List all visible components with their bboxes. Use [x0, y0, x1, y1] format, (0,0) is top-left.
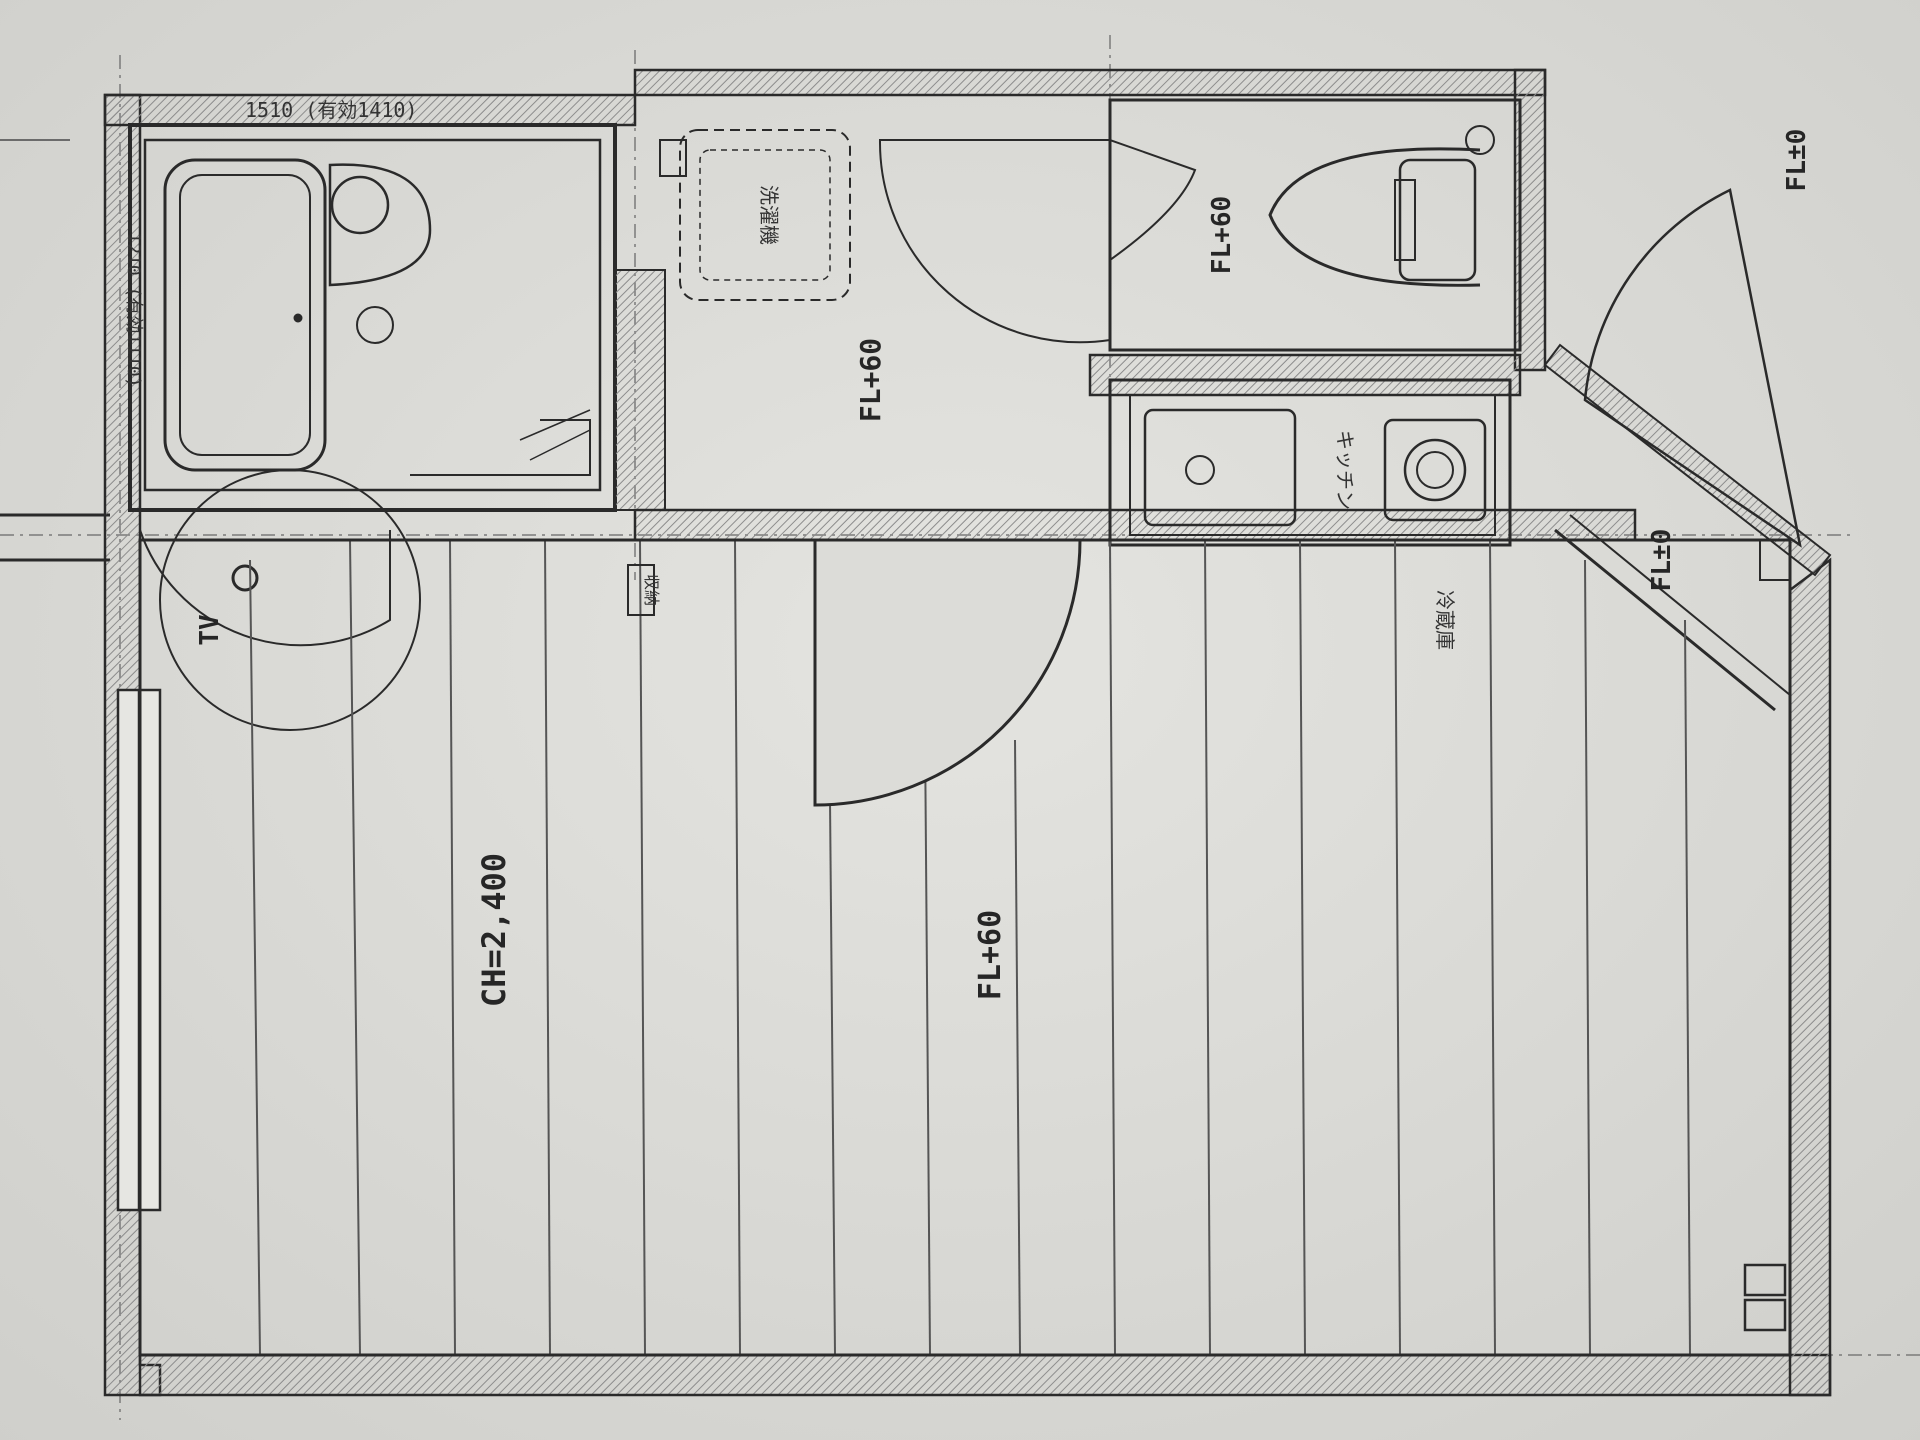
toilet-tank [1398, 158, 1477, 282]
closet [614, 129, 851, 511]
bathroom-door [139, 469, 421, 731]
toilet-seat-detail [1394, 179, 1416, 261]
entrance [1543, 188, 1832, 712]
kitchen-counter [1108, 378, 1512, 547]
wall-bottom [138, 1353, 1832, 1397]
breaker-box-2 [1743, 1298, 1787, 1332]
ceiling-height-label: CH=2,400 [475, 853, 513, 1007]
toilet-room [1108, 98, 1522, 352]
wall-top-closet [633, 68, 1547, 97]
bathroom-door-arc [139, 529, 391, 647]
entrance-step-line [1554, 528, 1776, 712]
sink [1143, 408, 1297, 527]
wall-right [1788, 557, 1832, 1397]
room-door-arc [813, 538, 1082, 807]
bathtub [163, 158, 327, 472]
kitchen-counter-inner [1129, 394, 1496, 536]
stove-burner-inner-icon [1416, 451, 1454, 489]
hall-door-arc [878, 139, 1111, 344]
stove [1383, 418, 1487, 522]
toilet-paper-icon [1465, 125, 1495, 155]
tv-outlet-icon [231, 564, 259, 592]
hall-floor-level-label: FL+60 [854, 338, 887, 422]
washer-pan [679, 129, 851, 301]
bathroom-unit [143, 138, 602, 492]
side-dimension-label: 1210 (有効1110) [123, 232, 144, 387]
closet-tag-label: 収納 [642, 574, 661, 606]
closet-tag-box [627, 564, 655, 616]
tub-drain-icon [293, 313, 303, 323]
fridge-space-label: 冷蔵庫 [1433, 590, 1457, 650]
washer-space-label: 洗濯機 [757, 185, 781, 245]
washer-pan-inner [699, 149, 831, 281]
bathroom-door-swing [159, 469, 421, 731]
drain-icon [356, 306, 394, 344]
stove-burner-icon [1403, 438, 1467, 502]
top-dimension-label: 1510 (有効1410) [245, 98, 417, 122]
room-flooring [249, 539, 1691, 1356]
sink-drain-icon [1185, 455, 1215, 485]
bathroom-corner-detail [519, 409, 591, 461]
closet-partition [614, 269, 666, 511]
breaker-box [1743, 1263, 1787, 1297]
basin [328, 163, 432, 287]
tv-outlet-label: TV [195, 614, 225, 645]
kitchen [1088, 353, 1522, 547]
toilet-floor-level-label: FL+60 [1207, 196, 1237, 274]
toilet-door-arc [1109, 138, 1197, 262]
room-floor-level-label: FL+60 [973, 910, 1008, 1000]
kitchen-wall [1088, 353, 1522, 397]
kitchen-label: キッチン [1333, 430, 1357, 510]
bathtub-inner [179, 174, 311, 456]
outside-floor-level-label: FL±0 [1782, 129, 1812, 192]
entrance-door-arc [1583, 188, 1802, 548]
entrance-floor-level-label: FL±0 [1647, 529, 1677, 592]
entrance-step-line-2 [1569, 514, 1791, 696]
toilet-bowl [1268, 147, 1481, 287]
washer-tap-icon [659, 139, 687, 177]
faucet-icon [330, 175, 390, 235]
